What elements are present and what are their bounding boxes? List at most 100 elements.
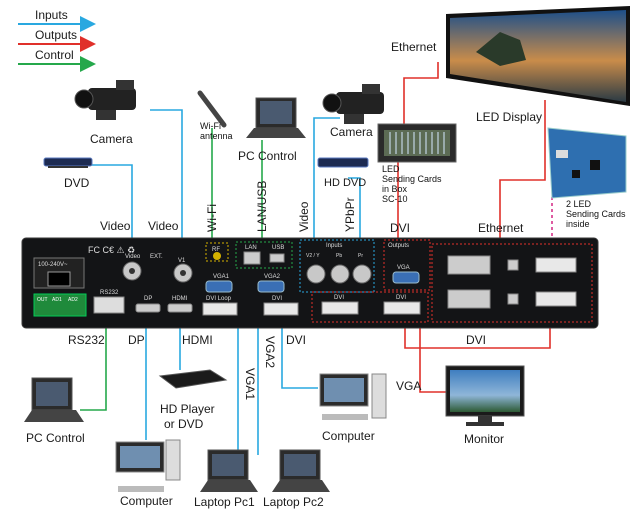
sending-box-label-1: LED [382,164,400,174]
hd-dvd-label: HD DVD [324,177,366,189]
rf-port[interactable] [213,252,221,260]
hdmi-port[interactable] [167,303,193,313]
wifi-antenna-label-1: Wi-Fi [200,121,221,131]
hd-dvd-player [317,157,369,168]
dvi-mid-conn-label: DVI [286,333,306,347]
sending-cards-label-1: 2 LED [566,199,592,209]
ypbpr-label: YPbPr [343,197,357,232]
wifi-conn-label: Wi-Fi [205,204,219,232]
legend: Inputs Outputs Control [18,8,96,72]
usb-port[interactable] [269,253,285,263]
led-display [446,6,630,106]
rf-label: RF [212,247,220,253]
ethernet-right-label: Ethernet [478,221,524,235]
vga1-conn-label: VGA1 [243,368,257,400]
connection-labels: Ethernet Video Video Wi-Fi LAN/USB Video… [68,40,524,400]
monitor [445,365,525,426]
dvi-loop-label: DVI Loop [206,296,232,302]
dvi-right-conn-label: DVI [466,333,486,347]
power-label: 100-240V~ [38,262,68,268]
pb-bnc-port[interactable] [330,264,350,284]
card1-dvi-port[interactable] [535,257,577,273]
ethernet-top-label: Ethernet [391,40,437,54]
vga-out-port[interactable] [392,271,420,284]
v2y-label: V2 / Y [306,253,320,259]
camera-left-label: Camera [90,132,133,146]
line-ethernet-right [499,100,546,255]
dvi-loop-port[interactable] [202,302,238,316]
sending-box-label-4: SC-10 [382,194,408,204]
line-ethernet-top [403,62,439,125]
vga1-panel-label: VGA1 [213,274,230,280]
led-display-label: LED Display [476,110,542,124]
vga1-port[interactable] [205,280,233,293]
dvi-top-label: DVI [390,221,410,235]
inputs-group-label: Inputs [326,243,342,249]
computer-bottom-left-label: Computer [120,494,173,508]
lan-port[interactable] [243,251,261,265]
vga-out-panel-label: VGA [397,265,410,271]
laptop1-label: Laptop Pc1 [194,495,255,509]
laptop2-label: Laptop Pc2 [263,495,324,509]
vga2-port[interactable] [257,280,285,293]
dvd-label: DVD [64,176,90,190]
ad2-label: AD2 [68,297,78,303]
monitor-label: Monitor [464,432,504,446]
dvi-out2-label: DVI [396,295,406,301]
lan-label: LAN [245,245,257,251]
processor-rear-panel: FC C€ ⚠ ♻ 100-240V~ OUT AD1 AD2 Video EX… [21,237,599,329]
ad1-label: AD1 [52,297,62,303]
laptop-pc-control-top [246,97,306,138]
line-hddvd-ypbpr [348,177,361,262]
sending-card-bay [431,243,593,323]
line-rs232 [80,320,107,411]
rs232-port[interactable] [93,296,125,314]
dvd-player [43,157,93,168]
usb-label: USB [272,245,284,251]
hdmi-panel-label: HDMI [172,296,188,302]
video-mid-label: Video [148,219,179,233]
outputs-group-label: Outputs [388,243,409,249]
pr-bnc-port[interactable] [352,264,372,284]
lan-usb-conn-label: LAN/USB [255,181,269,232]
laptop-pc-control-bottom [24,377,84,422]
line-computer-dvi [281,318,318,389]
dvi-in-port[interactable] [263,302,299,316]
audio-terminal [33,293,87,317]
line-dvd-video [75,164,133,262]
pc-control-bottom-label: PC Control [26,431,85,445]
sending-box-label-3: in Box [382,184,408,194]
v2y-bnc-port[interactable] [306,264,326,284]
video-left-label: Video [100,219,131,233]
sending-cards-label-3: inside [566,219,590,229]
hd-player [158,369,228,389]
card1-ethernet-port[interactable] [447,255,491,275]
sending-card-pcb [547,127,627,199]
sending-card-box [377,123,457,163]
hd-player-label-2: or DVD [164,417,204,431]
camera-left [74,80,136,120]
legend-inputs-label: Inputs [35,8,68,22]
pr-label: Pr [358,253,363,259]
dp-port[interactable] [135,303,161,313]
legend-control-label: Control [35,48,74,62]
ext-label: EXT. [150,254,163,260]
card2-dvi-port[interactable] [535,291,577,307]
vga2-conn-label: VGA2 [263,336,277,368]
dvi-out1-port[interactable] [321,301,359,315]
video-right-label: Video [297,201,311,232]
computer-bottom-mid [319,373,387,420]
legend-outputs-label: Outputs [35,28,77,42]
line-camera-right-video [313,117,340,262]
dvi-out2-port[interactable] [383,301,421,315]
laptop-pc1 [200,449,258,492]
rs232-panel-label: RS232 [100,290,119,296]
fcc-mark: FC C€ ⚠ ♻ [88,245,135,255]
pc-control-top-label: PC Control [238,149,297,163]
sending-cards-label-2: Sending Cards [566,209,626,219]
rs232-conn-label: RS232 [68,333,105,347]
wifi-antenna-label-2: antenna [200,131,233,141]
dvi-in-label: DVI [272,296,282,302]
dp-conn-label: DP [128,333,145,347]
card2-ethernet-port[interactable] [447,289,491,309]
